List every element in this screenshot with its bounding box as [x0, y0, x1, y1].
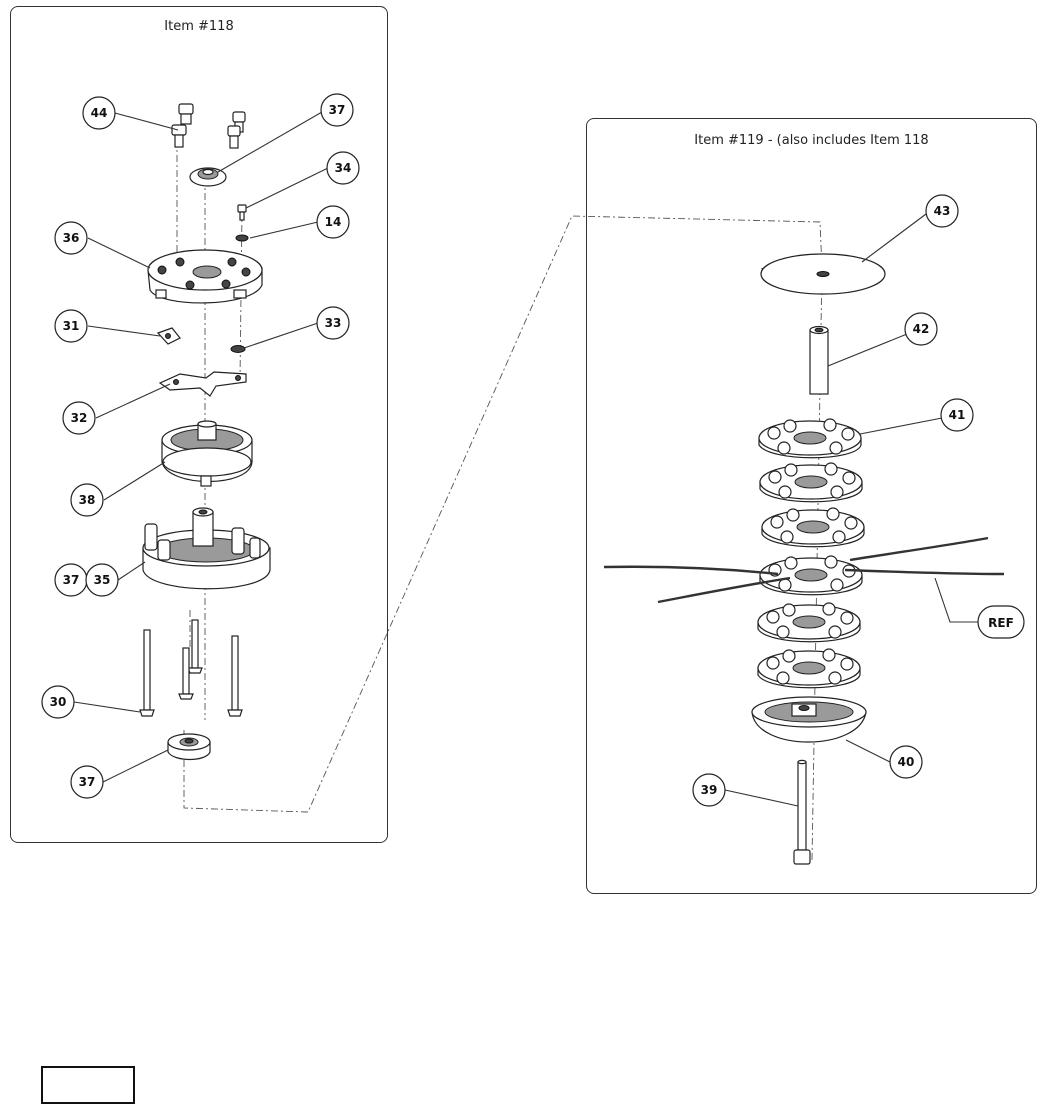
callout-37-middle: 37	[54, 563, 88, 597]
part-clip-31	[156, 327, 181, 345]
callout-37-bottom: 37	[70, 765, 104, 799]
callout-38: 38	[70, 483, 104, 517]
part-screw-34	[235, 204, 249, 242]
item-118-title: Item #118	[164, 19, 234, 34]
page-number-box	[41, 1066, 135, 1104]
callout-42: 42	[904, 312, 938, 346]
svg-text:37: 37	[63, 573, 80, 587]
part-tube-42	[809, 325, 829, 395]
part-plate-36	[147, 249, 263, 304]
svg-text:38: 38	[79, 493, 96, 507]
part-cover-43	[760, 253, 886, 295]
part-pulley-38	[161, 420, 253, 487]
svg-text:34: 34	[335, 161, 352, 175]
svg-text:37: 37	[329, 103, 346, 117]
part-trimmer-cords-ref	[603, 536, 1005, 604]
callout-32: 32	[62, 401, 96, 435]
callout-31: 31	[54, 309, 88, 343]
leaders-right	[724, 213, 978, 807]
callout-ref: REF	[977, 605, 1025, 639]
item-119-title: Item #119 - (also includes Item 118	[694, 133, 929, 148]
part-bolts-44	[171, 103, 246, 149]
callout-36: 36	[54, 221, 88, 255]
callout-35: 35	[85, 563, 119, 597]
part-washer-33	[230, 345, 246, 353]
svg-text:40: 40	[898, 755, 915, 769]
callout-39: 39	[692, 773, 726, 807]
svg-text:41: 41	[949, 408, 966, 422]
callouts-right: 43 42 41 REF 40 39	[692, 194, 1025, 807]
svg-text:32: 32	[71, 411, 88, 425]
svg-text:14: 14	[325, 215, 342, 229]
svg-text:42: 42	[913, 322, 930, 336]
svg-text:44: 44	[91, 106, 108, 120]
svg-text:37: 37	[79, 775, 96, 789]
svg-text:35: 35	[94, 573, 111, 587]
part-washer-37-top	[189, 167, 227, 187]
part-bracket-32	[158, 371, 247, 397]
callout-37-top: 37	[320, 93, 354, 127]
callout-41: 41	[940, 398, 974, 432]
callout-34: 34	[326, 151, 360, 185]
svg-text:39: 39	[701, 783, 718, 797]
connection-line	[183, 215, 823, 813]
part-washer-37-bottom	[167, 733, 211, 761]
callout-43: 43	[925, 194, 959, 228]
callout-40: 40	[889, 745, 923, 779]
part-bowl-40	[751, 696, 867, 743]
assembly-119	[603, 253, 1005, 865]
callouts-left: 44 37 34 14 36 31 33 32	[41, 93, 360, 799]
part-bolt-39	[793, 759, 811, 865]
part-hub-35	[142, 507, 271, 590]
part-bolts-30	[139, 619, 243, 717]
leaders-left	[73, 111, 329, 783]
svg-text:31: 31	[63, 319, 80, 333]
svg-text:30: 30	[50, 695, 67, 709]
svg-text:36: 36	[63, 231, 80, 245]
svg-text:33: 33	[325, 316, 342, 330]
part-spool-plates-41	[757, 418, 865, 689]
callout-33: 33	[316, 306, 350, 340]
callout-14: 14	[316, 205, 350, 239]
item-119-panel: Item #119 - (also includes Item 118	[586, 118, 1037, 894]
svg-text:43: 43	[934, 204, 951, 218]
callout-44: 44	[82, 96, 116, 130]
svg-text:REF: REF	[988, 616, 1014, 630]
assembly-118	[139, 103, 271, 761]
callout-30: 30	[41, 685, 75, 719]
